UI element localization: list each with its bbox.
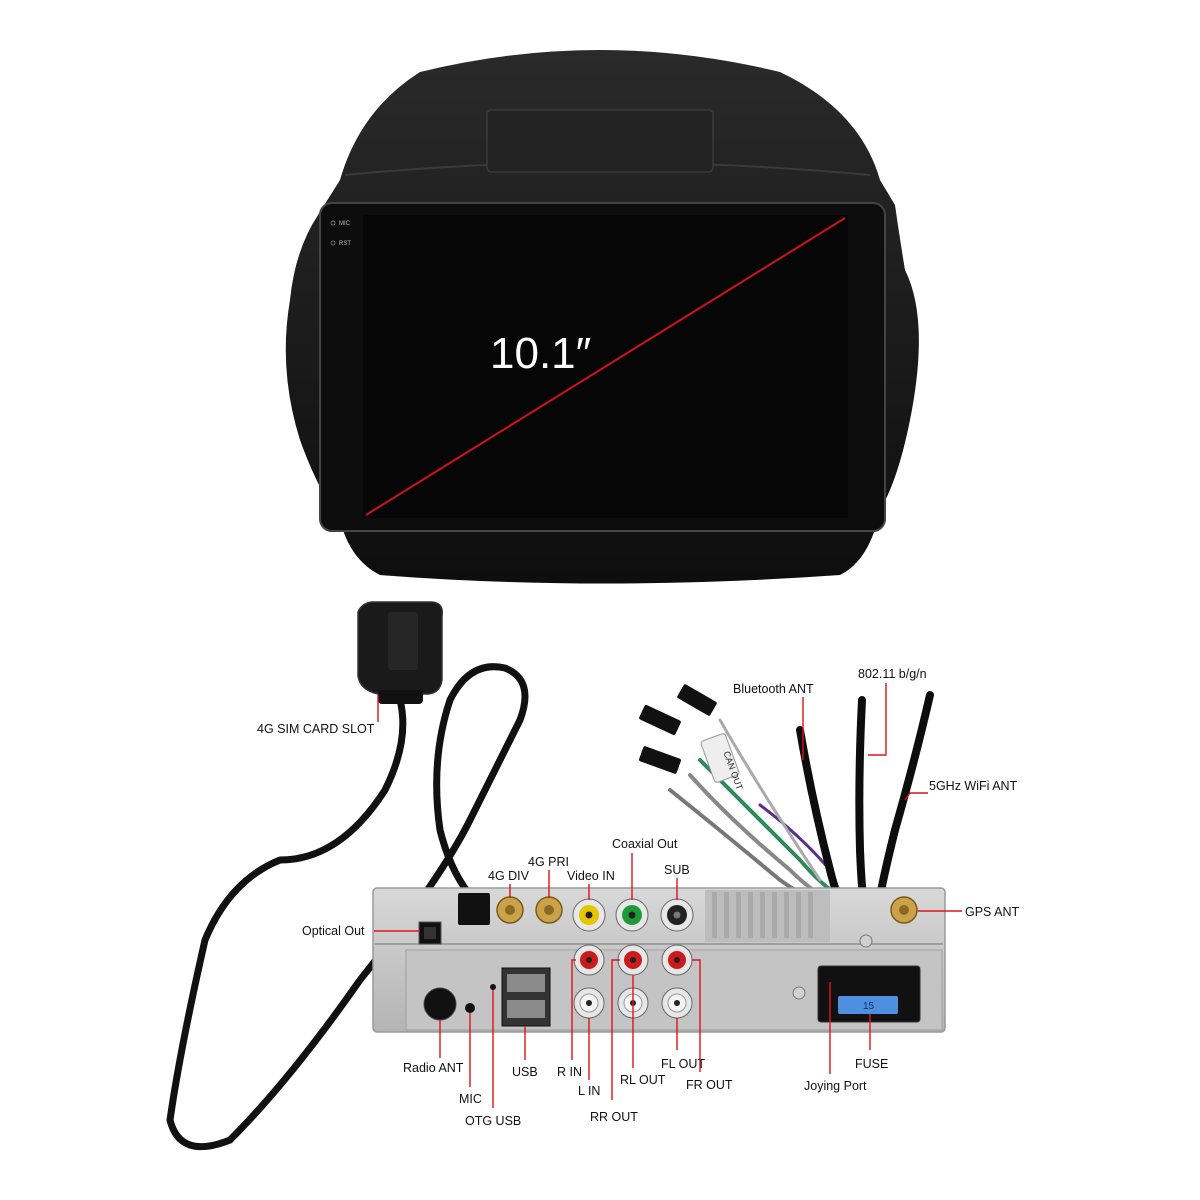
label-fr-out: FR OUT <box>686 1078 733 1092</box>
rca-sub <box>660 898 694 932</box>
heatsink-fins <box>712 892 813 938</box>
label-usb: USB <box>512 1065 538 1079</box>
label-joying-port: Joying Port <box>804 1079 867 1093</box>
label-bluetooth-ant: Bluetooth ANT <box>733 682 814 696</box>
harness-plug-3 <box>639 746 681 774</box>
head-unit-front: 10.1″ MIC RST <box>285 50 919 584</box>
harness-plug-2 <box>639 704 681 736</box>
label-video-in: Video IN <box>567 869 615 883</box>
label-radio-ant: Radio ANT <box>403 1061 464 1075</box>
reset-hole-icon <box>330 240 336 246</box>
rca-fl-out <box>661 987 693 1019</box>
rca-rl-out <box>617 944 649 976</box>
screen-diagonal <box>365 217 846 516</box>
otg-usb-port <box>490 984 496 990</box>
label-fl-out: FL OUT <box>661 1057 705 1071</box>
sim-cable <box>166 663 529 1151</box>
label-4g-pri: 4G PRI <box>528 855 569 869</box>
mic-button-label: MIC <box>339 221 351 227</box>
joying-port: 15 <box>817 965 921 1023</box>
label-80211: 802.11 b/g/n <box>858 667 927 681</box>
label-otg-usb: OTG USB <box>465 1114 521 1128</box>
top-vent-panel <box>486 109 714 173</box>
harness-plug-1 <box>677 684 717 716</box>
radio-ant-socket <box>423 987 457 1021</box>
fuse-body <box>838 996 898 1014</box>
rear-chassis: 15 <box>372 887 946 1033</box>
label-fuse: FUSE <box>855 1057 888 1071</box>
sim-slot-opening <box>388 612 418 670</box>
mount-screw <box>792 986 806 1000</box>
label-mic: MIC <box>459 1092 482 1106</box>
leader-r-in <box>571 959 576 1060</box>
harness: CAN OUT <box>639 684 934 924</box>
4g-pri-sma-connector <box>535 896 563 924</box>
ground-screw <box>859 934 873 948</box>
label-4g-div: 4G DIV <box>488 869 530 883</box>
label-rl-out: RL OUT <box>620 1073 666 1087</box>
mic-hole-icon <box>330 220 336 226</box>
rca-r-in <box>573 944 605 976</box>
leader-5ghz <box>904 792 928 801</box>
label-rr-out: RR OUT <box>590 1110 638 1124</box>
sim-cable-boot <box>378 690 423 704</box>
label-l-in: L IN <box>578 1084 600 1098</box>
label-4g-sim-card-slot: 4G SIM CARD SLOT <box>257 722 375 736</box>
usb-ports <box>501 967 551 1027</box>
gps-sma-connector <box>890 896 918 924</box>
label-coaxial-out: Coaxial Out <box>612 837 678 851</box>
screen-size-label: 10.1″ <box>490 329 591 378</box>
reset-button-label: RST <box>339 241 351 247</box>
sim-module <box>166 601 529 1151</box>
fuse-rating-tag: 15 <box>863 1001 875 1012</box>
label-optical-out: Optical Out <box>302 924 365 938</box>
mic-jack <box>465 1003 475 1013</box>
rca-video-in <box>572 898 606 932</box>
leader-fr-out <box>692 959 701 1072</box>
sim-cable-plug <box>458 893 490 925</box>
leader-80211 <box>868 683 887 756</box>
label-gps-ant: GPS ANT <box>965 905 1020 919</box>
label-5ghz-wifi-ant: 5GHz WiFi ANT <box>929 779 1018 793</box>
label-sub: SUB <box>664 863 690 877</box>
rca-l-in <box>573 987 605 1019</box>
rca-coaxial-out <box>615 898 649 932</box>
rca-fr-out <box>661 944 693 976</box>
label-r-in: R IN <box>557 1065 582 1079</box>
4g-div-sma-connector <box>496 896 524 924</box>
leader-rr-out <box>611 959 620 1100</box>
